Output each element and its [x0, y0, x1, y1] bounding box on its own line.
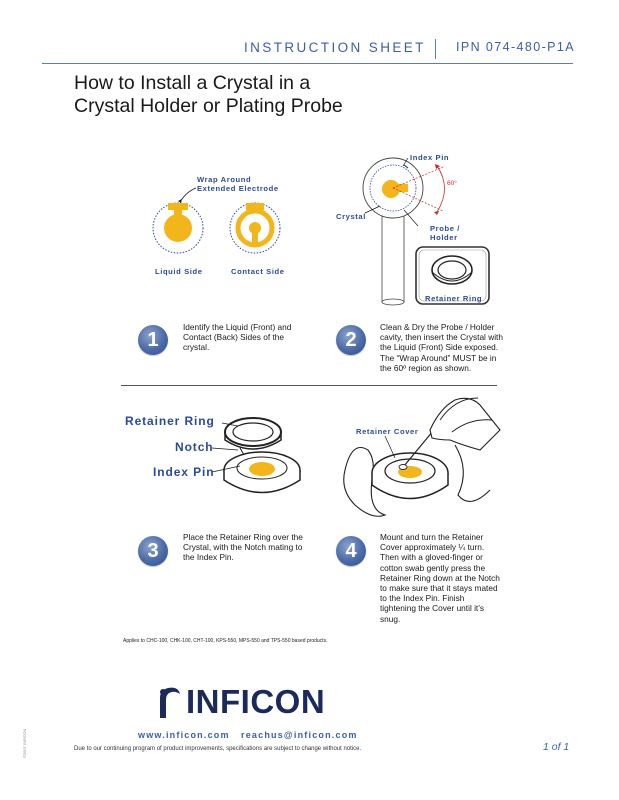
inficon-mark-icon: [160, 687, 180, 718]
notch-label: Notch: [175, 440, 214, 454]
page-title: How to Install a Crystal in a Crystal Ho…: [74, 72, 434, 118]
page-number: 1 of 1: [543, 741, 570, 753]
probe-holder-label-line1: Probe /: [430, 224, 460, 233]
step-4-line: tightening the Cover until it’s: [380, 603, 485, 614]
contact-side-label: Contact Side: [231, 267, 285, 276]
disclaimer: Due to our continuing program of product…: [74, 746, 362, 752]
email-link[interactable]: reachus@inficon.com: [241, 730, 358, 740]
step-2-line: Clean & Dry the Probe / Holder: [380, 322, 495, 332]
liquid-side-label: Liquid Side: [155, 267, 203, 276]
step-4-line: to the Index Pin. Finish: [380, 593, 465, 604]
retainer-ring-label: Retainer Ring: [125, 414, 215, 428]
step-4-line: snug.: [380, 613, 401, 624]
part-number: IPN 074-480-P1A: [456, 40, 575, 54]
crystal-label: Crystal: [336, 212, 366, 221]
step-3-line: Crystal, with the Notch mating to: [183, 542, 303, 553]
step-2-line: the 60º region as shown.: [380, 362, 472, 373]
step-1-text: Identify the Liquid (Front) and Contact …: [183, 322, 291, 353]
step-2-line: cavity, then insert the Crystal with: [380, 332, 503, 343]
wrap-around-label: Wrap Around Extended Electrode: [197, 175, 279, 193]
step-3-line: Place the Retainer Ring over the: [183, 532, 303, 542]
step-1-line: Identify the Liquid (Front) and: [183, 322, 292, 332]
probe-holder-label: Probe / Holder: [430, 224, 460, 242]
step-1-line: Contact (Back) Sides of the: [183, 332, 284, 343]
header-rule: [42, 63, 573, 64]
step-4-line: Then with a gloved-finger or: [380, 552, 483, 563]
step-4-line: to make sure that it stays mated: [380, 583, 498, 594]
website-link[interactable]: www.inficon.com: [138, 730, 230, 740]
document-type-title: INSTRUCTION SHEET: [244, 40, 426, 55]
header-separator: [435, 39, 436, 59]
step-2-badge: 2: [336, 325, 366, 355]
step-4-line: Retainer Ring down at the Notch: [380, 572, 500, 583]
retainer-ring-inset-label: Retainer Ring: [425, 294, 483, 303]
applicable-products-note: Applies to CHC-100, CHK-100, CHT-100, KP…: [123, 638, 328, 644]
step-4-line: Mount and turn the Retainer: [380, 532, 484, 542]
angle-label: 60°: [447, 180, 457, 187]
step-4-badge: 4: [336, 536, 366, 566]
step-1-line: crystal.: [183, 342, 210, 353]
page-title-line2: Crystal Holder or Plating Probe: [74, 95, 343, 117]
step-2-line: the Liquid (Front) Side exposed.: [380, 342, 499, 353]
page-title-line1: How to Install a Crystal in a: [74, 72, 311, 94]
step-4-line: Cover approximately ¼ turn.: [380, 542, 485, 553]
step-4-line: cotton swab gently press the: [380, 562, 486, 573]
step-3-line: the Index Pin.: [183, 552, 234, 563]
step-3-badge: 3: [138, 536, 168, 566]
wrap-around-label-line2: Extended Electrode: [197, 184, 279, 193]
wrap-around-label-line1: Wrap Around: [197, 175, 252, 184]
index-pin-label-fig3: Index Pin: [153, 465, 215, 479]
section-divider: [121, 385, 497, 386]
step-1-badge: 1: [138, 325, 168, 355]
step-4-text: Mount and turn the Retainer Cover approx…: [380, 532, 500, 624]
retainer-cover-label: Retainer Cover: [356, 427, 419, 436]
step-2-line: The “Wrap Around” MUST be in: [380, 352, 497, 363]
probe-holder-label-line2: Holder: [430, 233, 458, 242]
index-pin-label: Index Pin: [410, 153, 450, 162]
brand-name: INFICON: [186, 683, 326, 720]
step-2-text: Clean & Dry the Probe / Holder cavity, t…: [380, 322, 503, 373]
step-3-text: Place the Retainer Ring over the Crystal…: [183, 532, 303, 563]
inficon-logo: INFICON: [152, 683, 325, 721]
document-id: ©2007 INFICON: [22, 728, 27, 758]
